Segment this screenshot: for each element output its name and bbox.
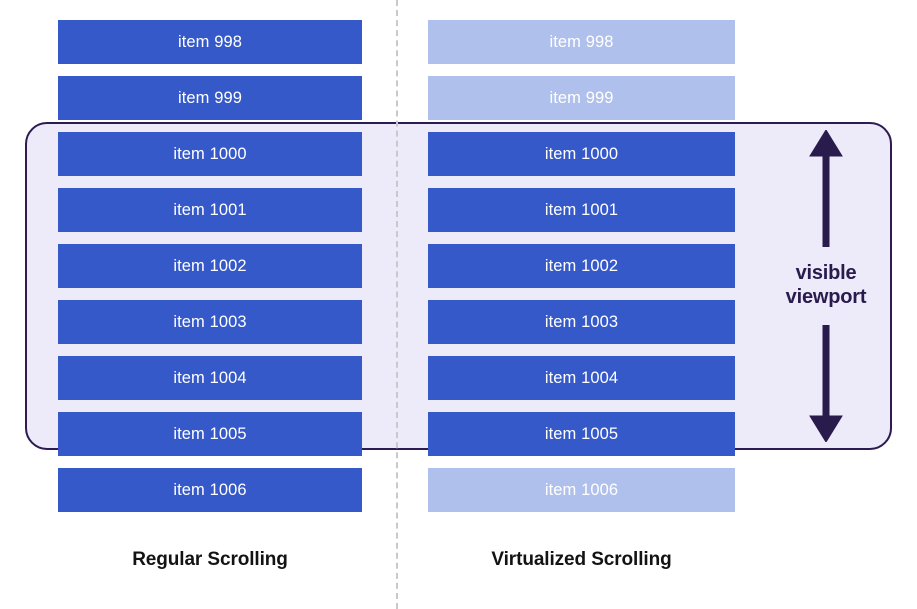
list-item[interactable]: item 1004 bbox=[58, 356, 362, 400]
list-item[interactable]: item 1000 bbox=[428, 132, 735, 176]
visible-viewport-annotation: visible viewport bbox=[762, 130, 890, 442]
list-item[interactable]: item 1004 bbox=[428, 356, 735, 400]
list-item[interactable]: item 1003 bbox=[428, 300, 735, 344]
visible-viewport-label: visible viewport bbox=[786, 262, 867, 309]
list-item[interactable]: item 1002 bbox=[428, 244, 735, 288]
regular-scrolling-caption: Regular Scrolling bbox=[132, 549, 288, 570]
virtualized-scrolling-caption: Virtualized Scrolling bbox=[491, 549, 672, 570]
list-item[interactable]: item 1002 bbox=[58, 244, 362, 288]
column-divider bbox=[396, 0, 398, 609]
list-item[interactable]: item 1005 bbox=[58, 412, 362, 456]
visible-viewport-label-line1: visible bbox=[795, 262, 857, 285]
list-item[interactable]: item 998 bbox=[428, 20, 735, 64]
list-item[interactable]: item 1006 bbox=[428, 468, 735, 512]
list-item[interactable]: item 1001 bbox=[58, 188, 362, 232]
list-item[interactable]: item 1006 bbox=[58, 468, 362, 512]
list-item[interactable]: item 1000 bbox=[58, 132, 362, 176]
visible-viewport-label-line2: viewport bbox=[785, 286, 867, 308]
list-item[interactable]: item 1001 bbox=[428, 188, 735, 232]
list-item[interactable]: item 998 bbox=[58, 20, 362, 64]
list-item[interactable]: item 999 bbox=[58, 76, 362, 120]
list-item[interactable]: item 999 bbox=[428, 76, 735, 120]
list-item[interactable]: item 1005 bbox=[428, 412, 735, 456]
list-item[interactable]: item 1003 bbox=[58, 300, 362, 344]
double-arrow-icon bbox=[809, 130, 843, 442]
